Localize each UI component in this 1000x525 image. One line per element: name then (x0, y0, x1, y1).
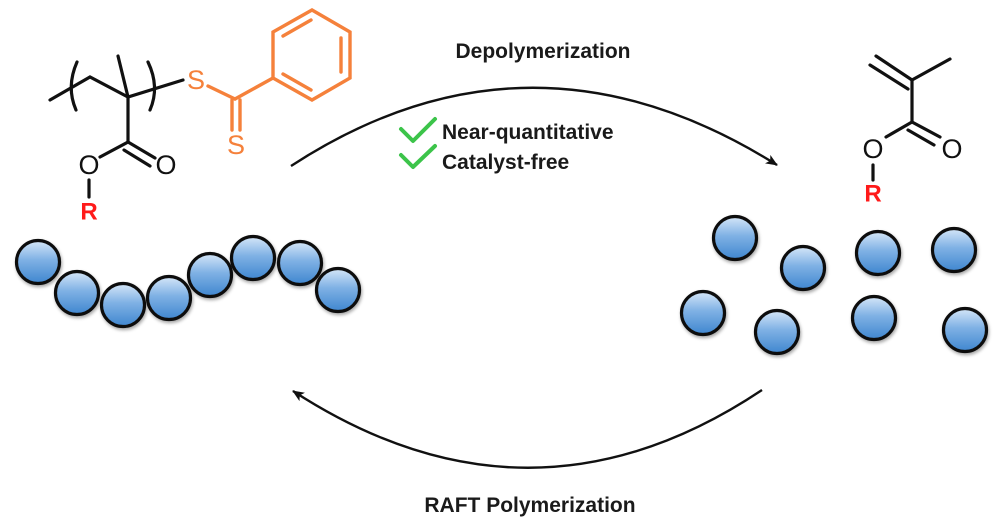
polymer-bead (145, 274, 193, 322)
feature-label: Near-quantitative (442, 121, 614, 144)
depolymerization-label: Depolymerization (455, 40, 630, 63)
carbonyl-oxygen-label: O (155, 150, 176, 180)
phenyl-double-bond-1 (281, 18, 313, 38)
check-icon (399, 117, 437, 143)
phenyl-double-bond-3 (281, 72, 313, 92)
monomer-bead (779, 244, 827, 292)
vinyl-double-bond-a (874, 54, 914, 82)
raft-polymerization-label: RAFT Polymerization (424, 494, 635, 517)
thioester-sulfur-label: S (187, 65, 205, 95)
polymer-bead (53, 269, 101, 317)
polymer-structure: O O R S S (48, 8, 352, 226)
carbonyl-double-bond-b (122, 148, 152, 168)
feature-item: Near-quantitative (399, 117, 614, 144)
ester-bond (98, 140, 130, 159)
methyl-bond (116, 54, 130, 99)
monomer-beads (679, 214, 989, 356)
polymer-chain (14, 234, 362, 329)
thione-sulfur-label: S (227, 130, 245, 160)
raft-end-group: S S (187, 8, 352, 160)
depolymerization-arrow (290, 86, 778, 168)
monomer-bead (711, 214, 759, 262)
feature-label: Catalyst-free (442, 151, 569, 174)
feature-item: Catalyst-free (399, 144, 569, 174)
monomer-bead (753, 308, 801, 356)
polymerization-arrow (292, 389, 763, 469)
c-phenyl-bond (233, 76, 275, 101)
carbonyl-double-bond-a (126, 140, 157, 160)
s-c-bond (206, 84, 237, 101)
phenyl-ring (271, 8, 352, 102)
methyl-bond (910, 57, 952, 82)
monomer-structure: O O R (862, 54, 963, 208)
monomer-bead (941, 306, 989, 354)
vinyl-double-bond-b (868, 63, 910, 91)
polymer-bead (229, 234, 277, 282)
carbonyl-oxygen-label: O (941, 134, 962, 164)
polymer-bead (186, 251, 234, 299)
monomer-bead (679, 289, 727, 337)
substituent-r-label: R (864, 181, 881, 208)
substituent-r-label: R (80, 199, 97, 226)
monomer-bead (930, 226, 978, 274)
carbonyl-double-bond-b (906, 128, 936, 147)
polymer-bead (14, 238, 62, 286)
ester-bond (884, 120, 914, 139)
polymer-bead (99, 281, 147, 329)
monomer-bead (854, 229, 902, 277)
ester-oxygen-label: O (78, 150, 99, 180)
polymer-bead (276, 239, 324, 287)
polymer-bead (314, 266, 362, 314)
polymer-backbone (48, 75, 185, 102)
ester-oxygen-label: O (862, 134, 883, 164)
right-bracket (146, 60, 157, 112)
carbonyl-double-bond-a (910, 120, 942, 139)
monomer-bead (850, 294, 898, 342)
check-icon (399, 144, 437, 169)
feature-list: Near-quantitative Catalyst-free (399, 117, 614, 174)
